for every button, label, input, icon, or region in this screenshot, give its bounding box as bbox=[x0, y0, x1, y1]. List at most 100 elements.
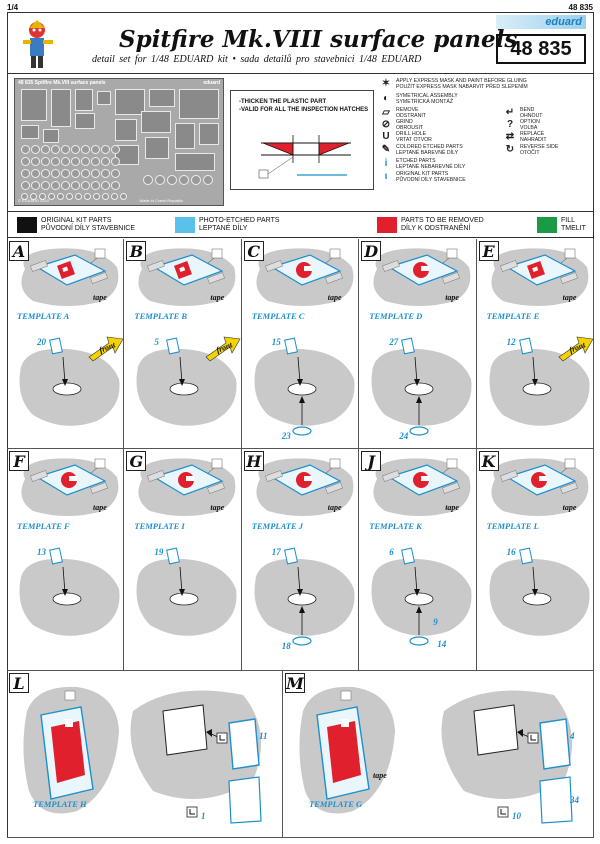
fret-rect-part bbox=[51, 89, 71, 127]
fret-brand: eduard bbox=[203, 80, 220, 86]
tape-strip bbox=[559, 272, 578, 284]
part-number: 34 bbox=[570, 795, 579, 805]
replace-icon: ⇄ bbox=[505, 131, 515, 142]
photo-etched-ring bbox=[409, 426, 429, 436]
fret-round-part bbox=[41, 169, 50, 178]
brand-logo: eduard bbox=[496, 15, 586, 29]
tape-label: tape bbox=[93, 293, 107, 302]
tape-label: tape bbox=[210, 293, 225, 302]
eduard-mascot-logo bbox=[23, 20, 53, 68]
fret-round-part bbox=[30, 193, 37, 200]
hatch-hole bbox=[522, 382, 551, 396]
step-drawing bbox=[19, 248, 124, 426]
fret-round-part bbox=[41, 181, 50, 190]
part-number: 16 bbox=[506, 547, 516, 557]
part-number: 15 bbox=[271, 337, 281, 347]
fret-rect-part bbox=[21, 125, 39, 139]
tape-label: tape bbox=[445, 293, 459, 302]
bend-icon bbox=[497, 806, 509, 818]
hatch-hole bbox=[404, 382, 434, 396]
photo-etched-ring bbox=[409, 636, 429, 646]
photo-etched-part bbox=[283, 547, 298, 565]
fret-rect-part bbox=[75, 113, 95, 129]
fret-round-part bbox=[21, 157, 30, 166]
fret-round-part bbox=[31, 169, 40, 178]
color-swatch bbox=[537, 217, 557, 233]
fret-round-part bbox=[191, 175, 201, 185]
template-label: TEMPLATE C bbox=[251, 311, 305, 321]
fret-round-part bbox=[101, 181, 110, 190]
tape-strip bbox=[90, 272, 108, 284]
fret-round-part bbox=[155, 175, 165, 185]
fret-made-in: Made in Czech Republic bbox=[139, 198, 183, 203]
removed-area bbox=[327, 721, 361, 783]
tape-label: tape bbox=[327, 293, 342, 302]
tape-strip bbox=[30, 470, 48, 482]
fret-rect-part bbox=[75, 89, 93, 111]
fret-round-part bbox=[39, 193, 46, 200]
option-box-icon bbox=[64, 690, 76, 701]
template-label: TEMPLATE A bbox=[17, 311, 70, 321]
tape-label: tape bbox=[562, 503, 577, 512]
header: Spitfire Mk.VIII surface panels detail s… bbox=[7, 12, 594, 74]
hatch-hole bbox=[522, 592, 551, 606]
symmetrical-icon: ◐ bbox=[382, 93, 390, 104]
bend-icon bbox=[216, 732, 228, 744]
removed-area-notch bbox=[538, 476, 547, 481]
color-swatch bbox=[377, 217, 397, 233]
part-number: 5 bbox=[154, 337, 159, 347]
colored-parts-icon: ✎ bbox=[381, 144, 391, 155]
fret-round-part bbox=[71, 157, 80, 166]
step-letter: B bbox=[126, 241, 147, 261]
fret-round-part bbox=[143, 175, 153, 185]
removed-area-notch bbox=[303, 266, 312, 271]
part-number: 13 bbox=[37, 547, 46, 557]
removed-area-notch bbox=[421, 266, 430, 271]
fret-round-part bbox=[111, 169, 120, 178]
drill-hole-icon: U bbox=[382, 131, 390, 142]
tape-label: tape bbox=[210, 503, 225, 512]
step-letter: E bbox=[478, 241, 499, 261]
fret-round-part bbox=[102, 193, 109, 200]
fret-rect-part bbox=[97, 91, 111, 105]
option-box-icon bbox=[329, 248, 341, 259]
fret-round-part bbox=[21, 169, 30, 178]
step-letter: K bbox=[478, 451, 499, 471]
template-label: TEMPLATE I bbox=[134, 521, 185, 531]
page-title: Spitfire Mk.VIII surface panels bbox=[119, 26, 518, 53]
tape-label: tape bbox=[327, 503, 342, 512]
fret-round-part bbox=[51, 145, 60, 154]
template-label: TEMPLATE E bbox=[486, 311, 540, 321]
fret-round-part bbox=[21, 181, 30, 190]
fret-rect-part bbox=[43, 129, 59, 143]
part-number: 4 bbox=[570, 731, 575, 741]
fret-round-part bbox=[81, 169, 90, 178]
tape-strip bbox=[147, 470, 166, 482]
step-drawing bbox=[136, 248, 241, 426]
removed-area-notch bbox=[69, 476, 77, 481]
photo-etched-part bbox=[283, 337, 298, 355]
removed-area-notch bbox=[186, 476, 195, 481]
hatch-hole bbox=[169, 382, 199, 396]
step-drawing bbox=[136, 458, 237, 636]
photo-etched-part bbox=[228, 718, 260, 770]
hatch-hole bbox=[287, 382, 317, 396]
step-letter: G bbox=[126, 451, 147, 471]
fret-round-part bbox=[203, 175, 213, 185]
fret-round-part bbox=[84, 193, 91, 200]
step-drawing bbox=[489, 458, 590, 636]
fret-round-part bbox=[57, 193, 64, 200]
template-label: TEMPLATE L bbox=[486, 521, 539, 531]
part-number: 23 bbox=[281, 431, 291, 441]
fret-round-part bbox=[81, 145, 90, 154]
